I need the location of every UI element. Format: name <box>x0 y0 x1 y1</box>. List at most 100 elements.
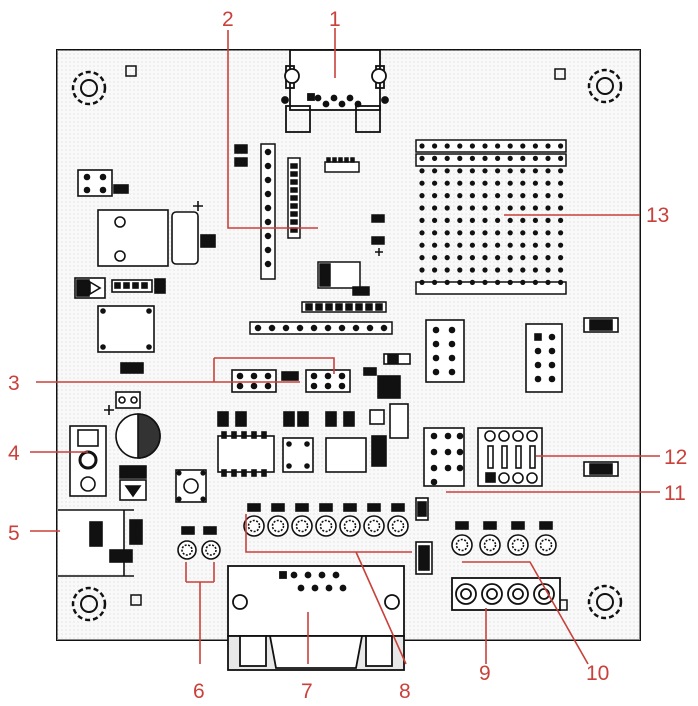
prototype-hole <box>469 217 475 223</box>
prototype-hole <box>495 242 501 248</box>
led <box>535 534 557 556</box>
prototype-hole <box>432 230 438 236</box>
prototype-hole <box>545 267 551 273</box>
component-4-5-power-parts <box>58 391 161 577</box>
led-resistor <box>391 503 405 512</box>
prototype-hole <box>558 279 564 285</box>
prototype-hole <box>520 168 526 174</box>
prototype-hole <box>457 193 463 199</box>
prototype-hole <box>482 279 488 285</box>
led-resistor <box>483 521 497 530</box>
component-6-button-leds <box>175 469 221 560</box>
prototype-hole <box>469 230 475 236</box>
leader-3 <box>36 357 335 383</box>
prototype-hole <box>444 143 450 149</box>
led <box>507 534 529 556</box>
callout-2: 2 <box>222 8 234 31</box>
prototype-hole <box>419 242 425 248</box>
prototype-hole <box>419 168 425 174</box>
prototype-hole <box>520 267 526 273</box>
led <box>339 515 361 537</box>
prototype-hole <box>495 279 501 285</box>
prototype-hole <box>507 217 513 223</box>
leader-6 <box>185 562 215 664</box>
prototype-hole <box>545 217 551 223</box>
prototype-hole <box>495 255 501 261</box>
prototype-hole <box>545 230 551 236</box>
led <box>363 515 385 537</box>
prototype-hole <box>469 267 475 273</box>
led <box>291 515 313 537</box>
led-lens <box>247 519 261 533</box>
led-lens <box>539 538 553 552</box>
prototype-hole <box>482 155 488 161</box>
prototype-hole <box>558 230 564 236</box>
led-lens <box>483 538 497 552</box>
prototype-hole <box>558 242 564 248</box>
prototype-hole <box>444 279 450 285</box>
prototype-hole <box>558 193 564 199</box>
prototype-hole <box>507 242 513 248</box>
component-10-led-group <box>451 521 557 556</box>
prototype-hole <box>507 255 513 261</box>
prototype-hole <box>444 267 450 273</box>
prototype-hole <box>558 267 564 273</box>
prototype-hole <box>482 242 488 248</box>
prototype-hole <box>432 255 438 261</box>
prototype-hole <box>444 217 450 223</box>
prototype-hole <box>444 180 450 186</box>
prototype-hole <box>457 180 463 186</box>
prototype-hole <box>532 279 539 285</box>
prototype-hole <box>545 193 551 199</box>
prototype-hole <box>558 205 564 211</box>
prototype-hole <box>520 193 526 199</box>
prototype-hole <box>457 267 463 273</box>
led-lens <box>367 519 381 533</box>
prototype-hole <box>507 193 513 199</box>
component-9-terminal-block <box>451 577 561 611</box>
led <box>479 534 501 556</box>
prototype-hole <box>444 205 450 211</box>
prototype-hole <box>520 143 526 149</box>
prototype-hole <box>495 193 501 199</box>
led-row-items <box>243 503 409 537</box>
mounting-hole-bottom-right <box>587 584 623 620</box>
prototype-hole <box>507 205 513 211</box>
prototype-hole <box>457 205 463 211</box>
prototype-hole <box>457 279 463 285</box>
prototype-hole <box>532 193 539 199</box>
prototype-hole <box>520 205 526 211</box>
prototype-hole <box>495 205 501 211</box>
prototype-hole <box>545 155 551 161</box>
callout-3: 3 <box>8 372 20 395</box>
led <box>387 515 409 537</box>
led-lens <box>455 538 469 552</box>
led <box>315 515 337 537</box>
prototype-hole <box>432 242 438 248</box>
horizontal-header <box>249 301 393 335</box>
prototype-hole <box>469 279 475 285</box>
prototype-hole <box>520 217 526 223</box>
prototype-hole <box>469 180 475 186</box>
prototype-hole <box>495 267 501 273</box>
prototype-hole <box>507 279 513 285</box>
led-resistor <box>511 521 525 530</box>
prototype-hole <box>495 143 501 149</box>
prototype-hole <box>444 242 450 248</box>
prototype-hole <box>532 155 539 161</box>
left-components <box>74 169 216 374</box>
prototype-hole <box>507 143 513 149</box>
prototype-hole <box>558 255 564 261</box>
prototype-hole <box>558 217 564 223</box>
prototype-hole <box>482 143 488 149</box>
prototype-hole <box>469 205 475 211</box>
prototype-holes <box>419 143 564 285</box>
prototype-hole <box>457 242 463 248</box>
prototype-hole <box>532 168 539 174</box>
prototype-hole <box>482 267 488 273</box>
center-ics <box>217 353 411 477</box>
callout-4: 4 <box>8 442 20 465</box>
prototype-hole <box>432 267 438 273</box>
prototype-hole <box>444 230 450 236</box>
